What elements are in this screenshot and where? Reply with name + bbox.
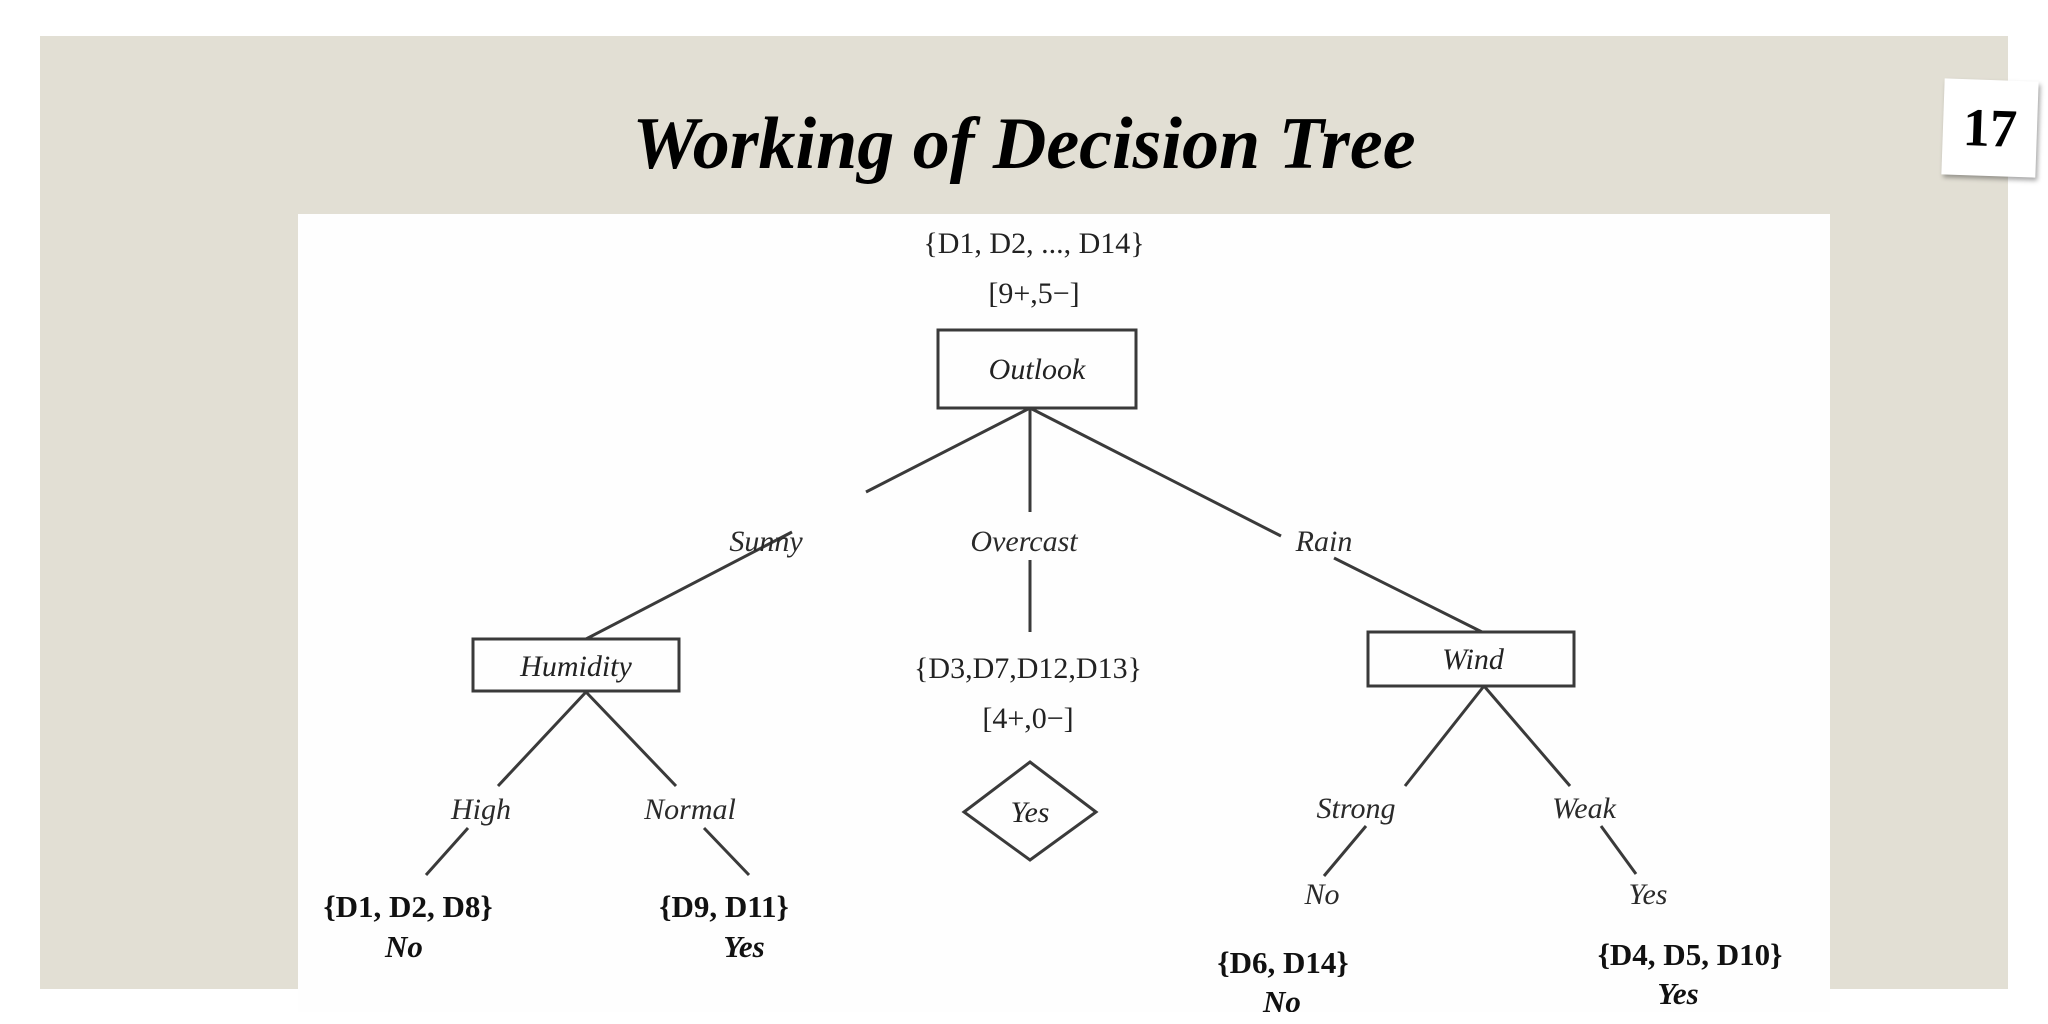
branch-label-sunny: Sunny [729, 525, 803, 558]
leaf-high-set: {D1, D2, D8} [323, 889, 492, 924]
slide-title: Working of Decision Tree [632, 103, 1416, 185]
wind-node-box [1366, 630, 1576, 688]
leaf-strong-set-label: No [1262, 984, 1301, 1012]
edge-wind-weak [1482, 685, 1572, 787]
branch-label-normal: Normal [643, 793, 736, 826]
edge-outlook-rain [1029, 406, 1282, 538]
overcast-yes-diamond [961, 760, 1099, 862]
leaf-normal-label: Yes [723, 929, 764, 964]
leaf-weak-set-label: Yes [1657, 976, 1698, 1011]
outlook-node-box [936, 328, 1138, 410]
edge-strong-leaf [1322, 825, 1368, 877]
leaf-high-label: No [384, 929, 423, 964]
edge-humidity-normal [584, 690, 678, 788]
leaf-normal-set: {D9, D11} [659, 889, 789, 924]
overcast-set-label: {D3,D7,D12,D13} [914, 652, 1142, 685]
page-number-badge: 17 [1941, 78, 2039, 178]
branch-label-high: High [450, 793, 511, 826]
humidity-node-label: Humidity [519, 650, 632, 683]
slide: Working of Decision Tree 17 {D1, D2, ...… [40, 36, 2039, 1012]
root-set-label: {D1, D2, ..., D14} [923, 227, 1144, 260]
edge-humidity-high [496, 690, 588, 788]
edge-outlook-sunny [865, 406, 1031, 494]
leaf-strong-set: {D6, D14} [1217, 945, 1348, 980]
overcast-counts-label: [4+,0−] [982, 702, 1073, 735]
branch-label-overcast: Overcast [970, 525, 1078, 558]
wind-node-label: Wind [1442, 643, 1505, 676]
leaf-weak-label: Yes [1629, 878, 1668, 911]
decision-tree-diagram: {D1, D2, ..., D14} [9+,5−] Outlook Sunny… [323, 227, 1783, 1012]
overcast-yes-label: Yes [1011, 796, 1050, 829]
branch-label-strong: Strong [1317, 792, 1396, 825]
decision-tree-panel: {D1, D2, ..., D14} [9+,5−] Outlook Sunny… [298, 214, 1830, 1012]
leaf-weak-set: {D4, D5, D10} [1598, 937, 1783, 972]
humidity-node-box [471, 637, 681, 693]
leaf-strong-label: No [1303, 878, 1339, 911]
edge-weak-leaf [1599, 825, 1638, 875]
edge-sunny-humidity [585, 530, 793, 641]
branch-label-weak: Weak [1552, 792, 1617, 825]
outlook-node-label: Outlook [989, 353, 1086, 386]
branch-label-rain: Rain [1295, 525, 1353, 558]
edge-normal-leaf [702, 826, 751, 877]
root-counts-label: [9+,5−] [988, 277, 1079, 310]
edge-wind-strong [1403, 685, 1486, 787]
edge-rain-wind [1333, 556, 1483, 634]
edge-high-leaf [424, 827, 470, 876]
